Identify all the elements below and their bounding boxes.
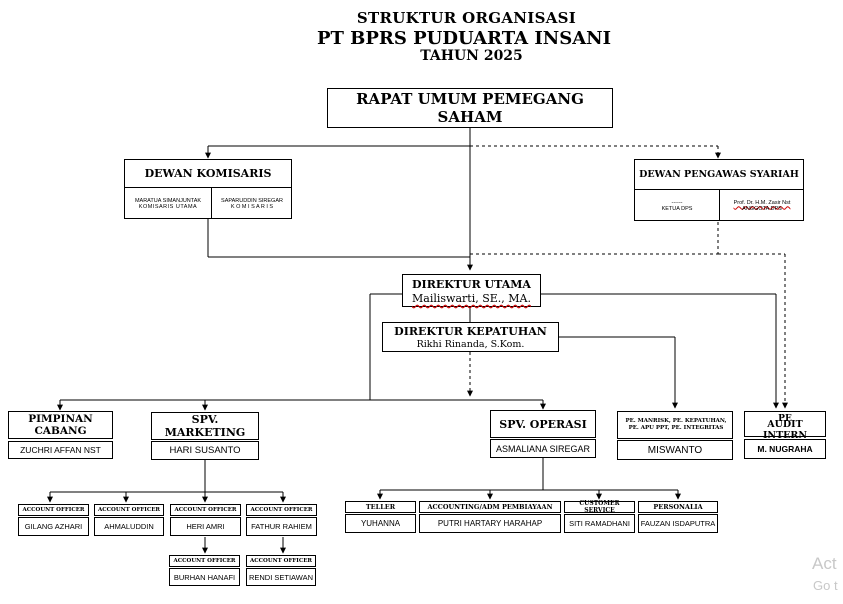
customer-service-name: SITI RAMADHANI [569, 519, 630, 528]
komisaris-utama-role: KOMISARIS UTAMA [138, 203, 198, 210]
ao-name: HERI AMRI [186, 522, 225, 531]
dps-box: DEWAN PENGAWAS SYARIAH ------ KETUA DPS … [634, 159, 804, 221]
ao-title: ACCOUNT OFFICER [250, 507, 313, 513]
komisaris-utama-name: MARATUA SIMANJUNTAK [134, 197, 202, 204]
ao-title-box: ACCOUNT OFFICER [94, 504, 164, 516]
customer-service-title: CUSTOMER SERVICE [579, 500, 620, 514]
spv-operasi-name: ASMALIANA SIREGAR [495, 443, 591, 454]
accounting-name-box: PUTRI HARTARY HARAHAP [419, 514, 561, 533]
pe-audit-title-box: PE AUDIT INTERN [744, 411, 826, 441]
ao-title-box: ACCOUNT OFFICER [18, 504, 89, 516]
direktur-kepatuhan-name: Rikhi Rinanda, S.Kom. [416, 339, 525, 350]
spv-operasi-title-box: SPV. OPERASI [490, 410, 596, 438]
anggota-dps-role: ANGGOTA DPS [742, 205, 782, 212]
direktur-kepatuhan-title: DIREKTUR KEPATUHAN [394, 325, 547, 338]
activation-watermark-line2: Go t [813, 578, 838, 593]
direktur-utama-name-text: Mailiswarti, SE., MA. [412, 292, 531, 305]
activation-watermark-line1: Act [812, 554, 837, 573]
ao-title: ACCOUNT OFFICER [98, 507, 160, 513]
ao-title: ACCOUNT OFFICER [22, 507, 85, 513]
ao-title-box: ACCOUNT OFFICER [246, 504, 317, 516]
personalia-title: PERSONALIA [653, 503, 703, 511]
teller-name: YUHANNA [360, 519, 401, 528]
spv-operasi-name-box: ASMALIANA SIREGAR [490, 439, 596, 458]
direktur-utama-title: DIREKTUR UTAMA [412, 277, 531, 291]
ao-name: FATHUR RAHIEM [251, 522, 312, 531]
dps-title: DEWAN PENGAWAS SYARIAH [635, 160, 803, 190]
anggota-dps-name: Prof. Dr. H.M. Zasir Nst [733, 199, 791, 206]
ao-title: ACCOUNT OFFICER [250, 558, 312, 564]
pe-manrisk-title-box: PE. MANRISK, PE. KEPATUHAN, PE. APU PPT,… [617, 411, 733, 439]
ao-title: ACCOUNT OFFICER [174, 507, 237, 513]
accounting-title: ACCOUNTING/ADM PEMBIAYAAN [427, 503, 553, 511]
pe-manrisk-name-box: MISWANTO [617, 440, 733, 460]
teller-title-box: TELLER [345, 501, 416, 513]
header-line-1: STRUKTUR ORGANISASI [356, 9, 577, 27]
pe-manrisk-title: PE. MANRISK, PE. KEPATUHAN, PE. APU PPT,… [625, 417, 727, 431]
teller-title: TELLER [365, 503, 396, 511]
personalia-name-box: FAUZAN ISDAPUTRA [638, 514, 718, 533]
pe-audit-title-line1: PE [778, 413, 792, 424]
spv-marketing-name: HARI SUSANTO [169, 445, 241, 456]
customer-service-title-box: CUSTOMER SERVICE [564, 500, 635, 514]
ketua-dps-name: ------ [671, 199, 683, 206]
header-line-3: TAHUN 2025 [420, 48, 523, 64]
rups-box: RAPAT UMUM PEMEGANG SAHAM [327, 88, 613, 128]
accounting-title-box: ACCOUNTING/ADM PEMBIAYAAN [419, 501, 561, 513]
spv-marketing-name-box: HARI SUSANTO [151, 441, 259, 460]
personalia-title-box: PERSONALIA [638, 501, 718, 513]
rups-label: RAPAT UMUM PEMEGANG SAHAM [356, 90, 584, 126]
direktur-utama-name: Mailiswarti, SE., MA. [403, 291, 540, 306]
ao-name-box: HERI AMRI [170, 517, 241, 536]
pimpinan-cabang-name-box: ZUCHRI AFFAN NST [8, 441, 113, 459]
pe-audit-title-line2: AUDIT INTERN [762, 419, 808, 441]
komisaris-role: K O M I S A R I S [230, 203, 274, 210]
ao-name: BURHAN HANAFI [173, 572, 236, 582]
ao-name: GILANG AZHARI [24, 522, 83, 531]
pimpinan-cabang-name: ZUCHRI AFFAN NST [20, 445, 101, 455]
ao-name-box: GILANG AZHARI [18, 517, 89, 536]
ao-name-box: RENDI SETIAWAN [246, 568, 316, 586]
ao-name: RENDI SETIAWAN [248, 572, 314, 582]
spv-operasi-title: SPV. OPERASI [499, 417, 587, 431]
direktur-kepatuhan-box: DIREKTUR KEPATUHAN Rikhi Rinanda, S.Kom. [382, 322, 559, 352]
pimpinan-cabang-title: PIMPINAN CABANG [28, 413, 93, 437]
ao-title-box: ACCOUNT OFFICER [246, 555, 316, 567]
customer-service-name-box: SITI RAMADHANI [564, 514, 635, 533]
komisaris-name: SAPARUDDIN SIREGAR [221, 197, 283, 204]
personalia-name: FAUZAN ISDAPUTRA [640, 519, 716, 528]
spv-marketing-title: SPV. MARKETING [164, 413, 246, 439]
dewan-komisaris-box: DEWAN KOMISARIS MARATUA SIMANJUNTAK KOMI… [124, 159, 292, 219]
anggota-dps-cell: Prof. Dr. H.M. Zasir Nst ANGGOTA DPS [720, 190, 804, 221]
header-line-2: PT BPRS PUDUARTA INSANI [316, 28, 612, 49]
ao-name-box: BURHAN HANAFI [169, 568, 240, 586]
ao-name-box: AHMALUDDIN [94, 517, 164, 536]
pe-audit-name: M. NUGRAHA [757, 444, 813, 454]
komisaris-cell: SAPARUDDIN SIREGAR K O M I S A R I S [212, 188, 292, 219]
ao-title-box: ACCOUNT OFFICER [169, 555, 240, 567]
ketua-dps-role: KETUA DPS [661, 205, 693, 212]
accounting-name: PUTRI HARTARY HARAHAP [437, 519, 543, 528]
ao-title-box: ACCOUNT OFFICER [170, 504, 241, 516]
komisaris-utama-cell: MARATUA SIMANJUNTAK KOMISARIS UTAMA [125, 188, 212, 219]
direktur-utama-box: DIREKTUR UTAMA Mailiswarti, SE., MA. [402, 274, 541, 307]
ao-name-box: FATHUR RAHIEM [246, 517, 317, 536]
ketua-dps-cell: ------ KETUA DPS [635, 190, 720, 221]
ao-title: ACCOUNT OFFICER [173, 558, 236, 564]
pe-manrisk-name: MISWANTO [647, 444, 703, 456]
pimpinan-cabang-title-box: PIMPINAN CABANG [8, 411, 113, 439]
teller-name-box: YUHANNA [345, 514, 416, 533]
spv-marketing-title-box: SPV. MARKETING [151, 412, 259, 440]
ao-name: AHMALUDDIN [104, 522, 154, 531]
pe-audit-name-box: M. NUGRAHA [744, 439, 826, 459]
dewan-komisaris-title: DEWAN KOMISARIS [125, 160, 291, 188]
